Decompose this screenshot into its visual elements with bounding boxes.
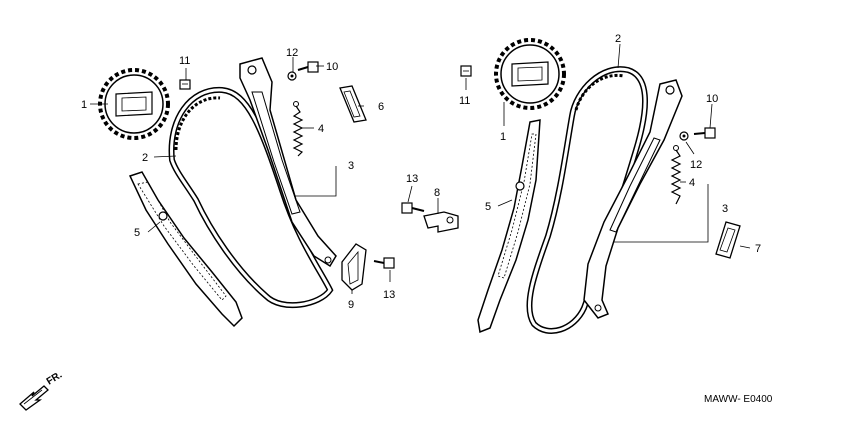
right-callouts: 1 2 3 4 5 7 10 11 12	[459, 33, 761, 255]
callout-right-2: 2	[615, 33, 621, 45]
right-bolt-10	[693, 127, 716, 139]
callout-left-2: 2	[142, 152, 148, 164]
left-cam-chain	[168, 86, 334, 309]
right-bolt-11	[460, 65, 472, 77]
right-leader-lines	[465, 43, 751, 249]
callout-left-4: 4	[318, 123, 324, 135]
left-leader-lines	[90, 57, 364, 233]
right-tensioner-arm	[583, 79, 683, 319]
center-parts: 13 8 9 13	[341, 173, 459, 311]
callout-center-13b: 13	[383, 289, 395, 301]
callout-left-10: 10	[326, 61, 338, 73]
callout-right-1: 1	[500, 131, 506, 143]
front-label: FR.	[45, 370, 65, 388]
diagram-code: MAWW- E0400	[704, 394, 773, 405]
right-spring	[670, 145, 682, 205]
right-assembly: 1 2 3 4 5 7 10 11 12	[459, 33, 761, 334]
callout-right-7: 7	[755, 243, 761, 255]
center-bracket-8	[423, 211, 459, 233]
callout-center-8: 8	[434, 187, 440, 199]
callout-right-5: 5	[485, 201, 491, 213]
callout-right-11: 11	[459, 95, 470, 107]
center-bolt-13-upper	[401, 202, 425, 214]
left-washer-12	[287, 71, 297, 81]
right-cam-chain	[526, 66, 648, 334]
callout-left-12: 12	[286, 47, 298, 59]
callout-right-4: 4	[689, 177, 695, 189]
callout-left-6: 6	[378, 101, 384, 113]
callout-right-3: 3	[722, 203, 728, 215]
callout-left-11: 11	[179, 55, 190, 67]
callout-center-13a: 13	[406, 173, 418, 185]
callout-left-3: 3	[348, 160, 354, 172]
left-slipper-6	[339, 85, 367, 123]
left-bolt-10	[297, 61, 319, 73]
left-assembly: 1 2 3 4 5 6 10 11 12	[81, 47, 384, 328]
left-spring	[292, 101, 304, 157]
right-slipper-7	[715, 221, 741, 259]
center-bolt-13-lower	[373, 257, 395, 269]
left-cam-sprocket	[98, 68, 170, 140]
left-bolt-11	[179, 79, 191, 90]
right-washer-12	[679, 131, 689, 141]
callout-right-12: 12	[690, 159, 702, 171]
callout-center-9: 9	[348, 299, 354, 311]
callout-left-1: 1	[81, 99, 87, 111]
center-slipper-9	[341, 243, 367, 291]
callout-right-10: 10	[706, 93, 718, 105]
front-direction-arrow: FR.	[19, 370, 65, 411]
center-leader-lines	[351, 185, 439, 294]
right-chain-guide	[477, 119, 541, 334]
left-callouts: 1 2 3 4 5 6 10 11 12	[81, 47, 384, 239]
left-chain-guide	[128, 171, 243, 328]
left-tensioner-arm	[239, 57, 337, 268]
callout-left-5: 5	[134, 227, 140, 239]
right-cam-sprocket	[494, 38, 566, 110]
